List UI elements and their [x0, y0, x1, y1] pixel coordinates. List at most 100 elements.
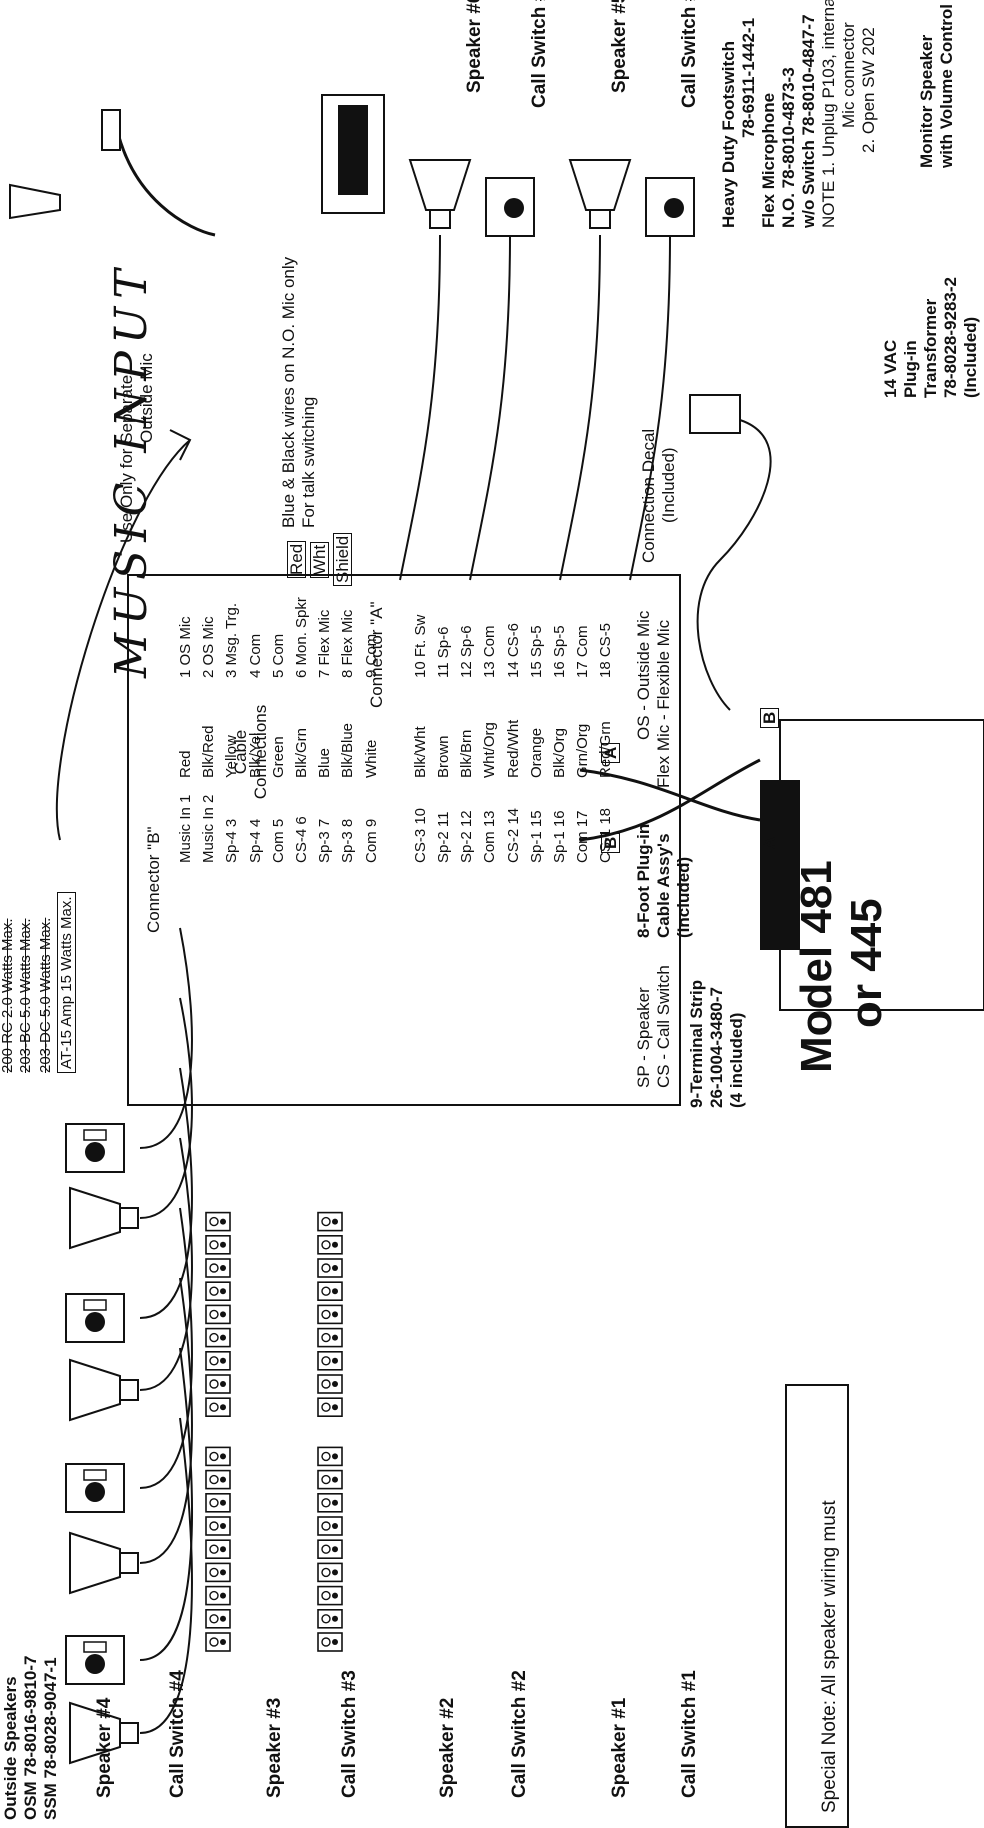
speaker-driver-icon — [119, 1722, 139, 1744]
speaker-horn-icon — [69, 1358, 121, 1422]
connector-b-screw — [209, 1498, 219, 1508]
connector-b-screw-dot — [220, 1639, 226, 1645]
plug-b-letter: B — [601, 832, 620, 853]
cable-color: Blk/Org — [551, 727, 568, 778]
connector-a-terminal: 8 Flex Mic — [339, 609, 357, 678]
amp-line: 203-DC 5.0 Watts Max. — [37, 917, 54, 1073]
connector-a-screw — [321, 1240, 331, 1250]
transformer-icon — [689, 394, 741, 434]
connector-a-screw-dot — [332, 1453, 338, 1460]
footswitch-part: 78-6911-1442-1 — [739, 17, 758, 138]
connector-a-screw-dot — [332, 1592, 338, 1599]
connector-a-screw — [321, 1402, 331, 1412]
separate-mic-note: Use Only for Separate — [117, 374, 136, 543]
cable-color: Orange — [527, 727, 545, 778]
connector-b-terminal: Sp-1 16 — [551, 810, 568, 863]
connector-b-terminal: CS-4 6 — [293, 816, 310, 863]
transformer-label: Plug-in — [901, 340, 920, 398]
device-cable — [559, 234, 601, 581]
connector-a-screw-dot — [332, 1218, 338, 1225]
connector-b-screw-dot — [220, 1476, 226, 1483]
special-note-label: Special Note: — [819, 1699, 840, 1813]
microphone-icon — [101, 109, 121, 151]
generated-graphics — [9, 94, 984, 1765]
connector-a-screw-dot — [332, 1357, 338, 1364]
legend-speaker: SP - Speaker — [634, 987, 653, 1088]
speaker-horn-icon — [69, 1531, 121, 1595]
amp-line: 200 RC 2.0 Watts Max. — [0, 918, 16, 1074]
connector-a-terminal: 4 Com — [246, 633, 264, 678]
music-input-arrowhead — [169, 429, 192, 461]
connector-b-screw — [209, 1240, 219, 1250]
legend-call-switch: CS - Call Switch — [654, 965, 673, 1088]
amp-line: AT-15 Amp 15 Watts Max. — [57, 892, 76, 1073]
connector-b-terminal: Sp-4 3 — [223, 818, 241, 863]
transformer-label: Transformer — [921, 298, 940, 398]
device-cable — [139, 1417, 193, 1734]
connector-b-screw — [209, 1590, 219, 1601]
cable-color: Blk/Red — [200, 725, 218, 778]
cable-color: Wht/Org — [481, 722, 499, 778]
call-switch-button-icon — [85, 1142, 105, 1162]
connector-b-screw-dot — [220, 1381, 226, 1387]
connector-b-screw-dot — [220, 1615, 226, 1622]
device-label-call-switch-6: Call Switch #6 — [529, 0, 550, 108]
device-cable — [399, 234, 441, 581]
device-label-call-switch-2: Call Switch #2 — [509, 1670, 530, 1798]
connector-b-screw-dot — [220, 1569, 226, 1576]
connector-b-terminal: Com 9 — [362, 818, 380, 863]
connector-a-screw-dot — [332, 1476, 338, 1483]
connector-a-screw — [321, 1451, 331, 1462]
call-switch-window-icon — [83, 1641, 107, 1653]
special-note-text: All speaker wiring must — [819, 1500, 840, 1696]
connector-a-screw — [321, 1332, 331, 1343]
transformer-label: 14 VAC — [881, 339, 900, 398]
call-switch-button-icon — [504, 198, 524, 218]
connector-b-screw-dot — [220, 1218, 226, 1225]
cable-assy-label: 8-Foot Plug-in — [634, 823, 653, 938]
connector-b-screw — [209, 1332, 219, 1343]
connector-b-screw — [209, 1451, 219, 1462]
connector-a-screw-dot — [332, 1288, 338, 1295]
connector-a-screw-dot — [332, 1523, 338, 1529]
cable-color: Brown — [435, 735, 452, 778]
connector-a-screw — [321, 1614, 331, 1624]
monitor-speaker-label: Monitor Speaker — [917, 34, 936, 168]
connector-b-terminal: Sp-2 11 — [435, 811, 452, 863]
connector-b-screw-dot — [220, 1241, 226, 1248]
connector-a-terminal: 9 Com — [362, 633, 380, 678]
connector-a-screw — [321, 1263, 331, 1273]
device-label-speaker-2: Speaker #2 — [437, 1697, 458, 1798]
call-switch-window-icon — [83, 1299, 107, 1311]
connector-a-terminal: 7 Flex Mic — [316, 609, 334, 678]
device-label-call-switch-4: Call Switch #4 — [167, 1670, 188, 1798]
connector-a-terminal: 2 OS Mic — [200, 616, 218, 678]
footswitch-label: Heavy Duty Footswitch — [719, 40, 738, 228]
outside-speaker-item: OSM 78-8016-9810-7 — [21, 1655, 40, 1820]
device-label-speaker-3: Speaker #3 — [264, 1697, 285, 1798]
wire-shield: Shield — [333, 532, 352, 586]
wire-white: Wht — [310, 541, 329, 578]
wire-red: Red — [287, 540, 306, 578]
connector-a-screw-dot — [332, 1334, 338, 1341]
legend-outside-mic: OS - Outside Mic — [634, 610, 653, 740]
amplifier-plug-a-icon — [760, 780, 800, 870]
connector-b-screw-dot — [220, 1311, 226, 1318]
connector-b-terminal: Sp-4 4 — [246, 818, 264, 863]
outside-speakers-title: Outside Speakers — [1, 1676, 20, 1820]
cable-color: Blk/Wht — [411, 726, 429, 778]
connector-a-screw-dot — [332, 1499, 338, 1506]
connector-a-terminal: 3 Msg. Trg. — [223, 602, 241, 678]
flex-mic-note: Mic connector — [839, 22, 858, 128]
cable-color: Blk/Grn — [293, 727, 310, 778]
music-input-arrow — [55, 439, 191, 841]
outside-speaker-item: SSM 78-8028-9047-1 — [41, 1657, 60, 1820]
connector-b-terminal: Sp-1 15 — [527, 810, 545, 863]
connector-a-screw — [321, 1379, 331, 1389]
device-cable — [469, 234, 511, 581]
connector-b-screw — [209, 1263, 219, 1273]
connector-a-screw — [321, 1498, 331, 1508]
device-label-call-switch-5: Call Switch #5 — [679, 0, 700, 108]
